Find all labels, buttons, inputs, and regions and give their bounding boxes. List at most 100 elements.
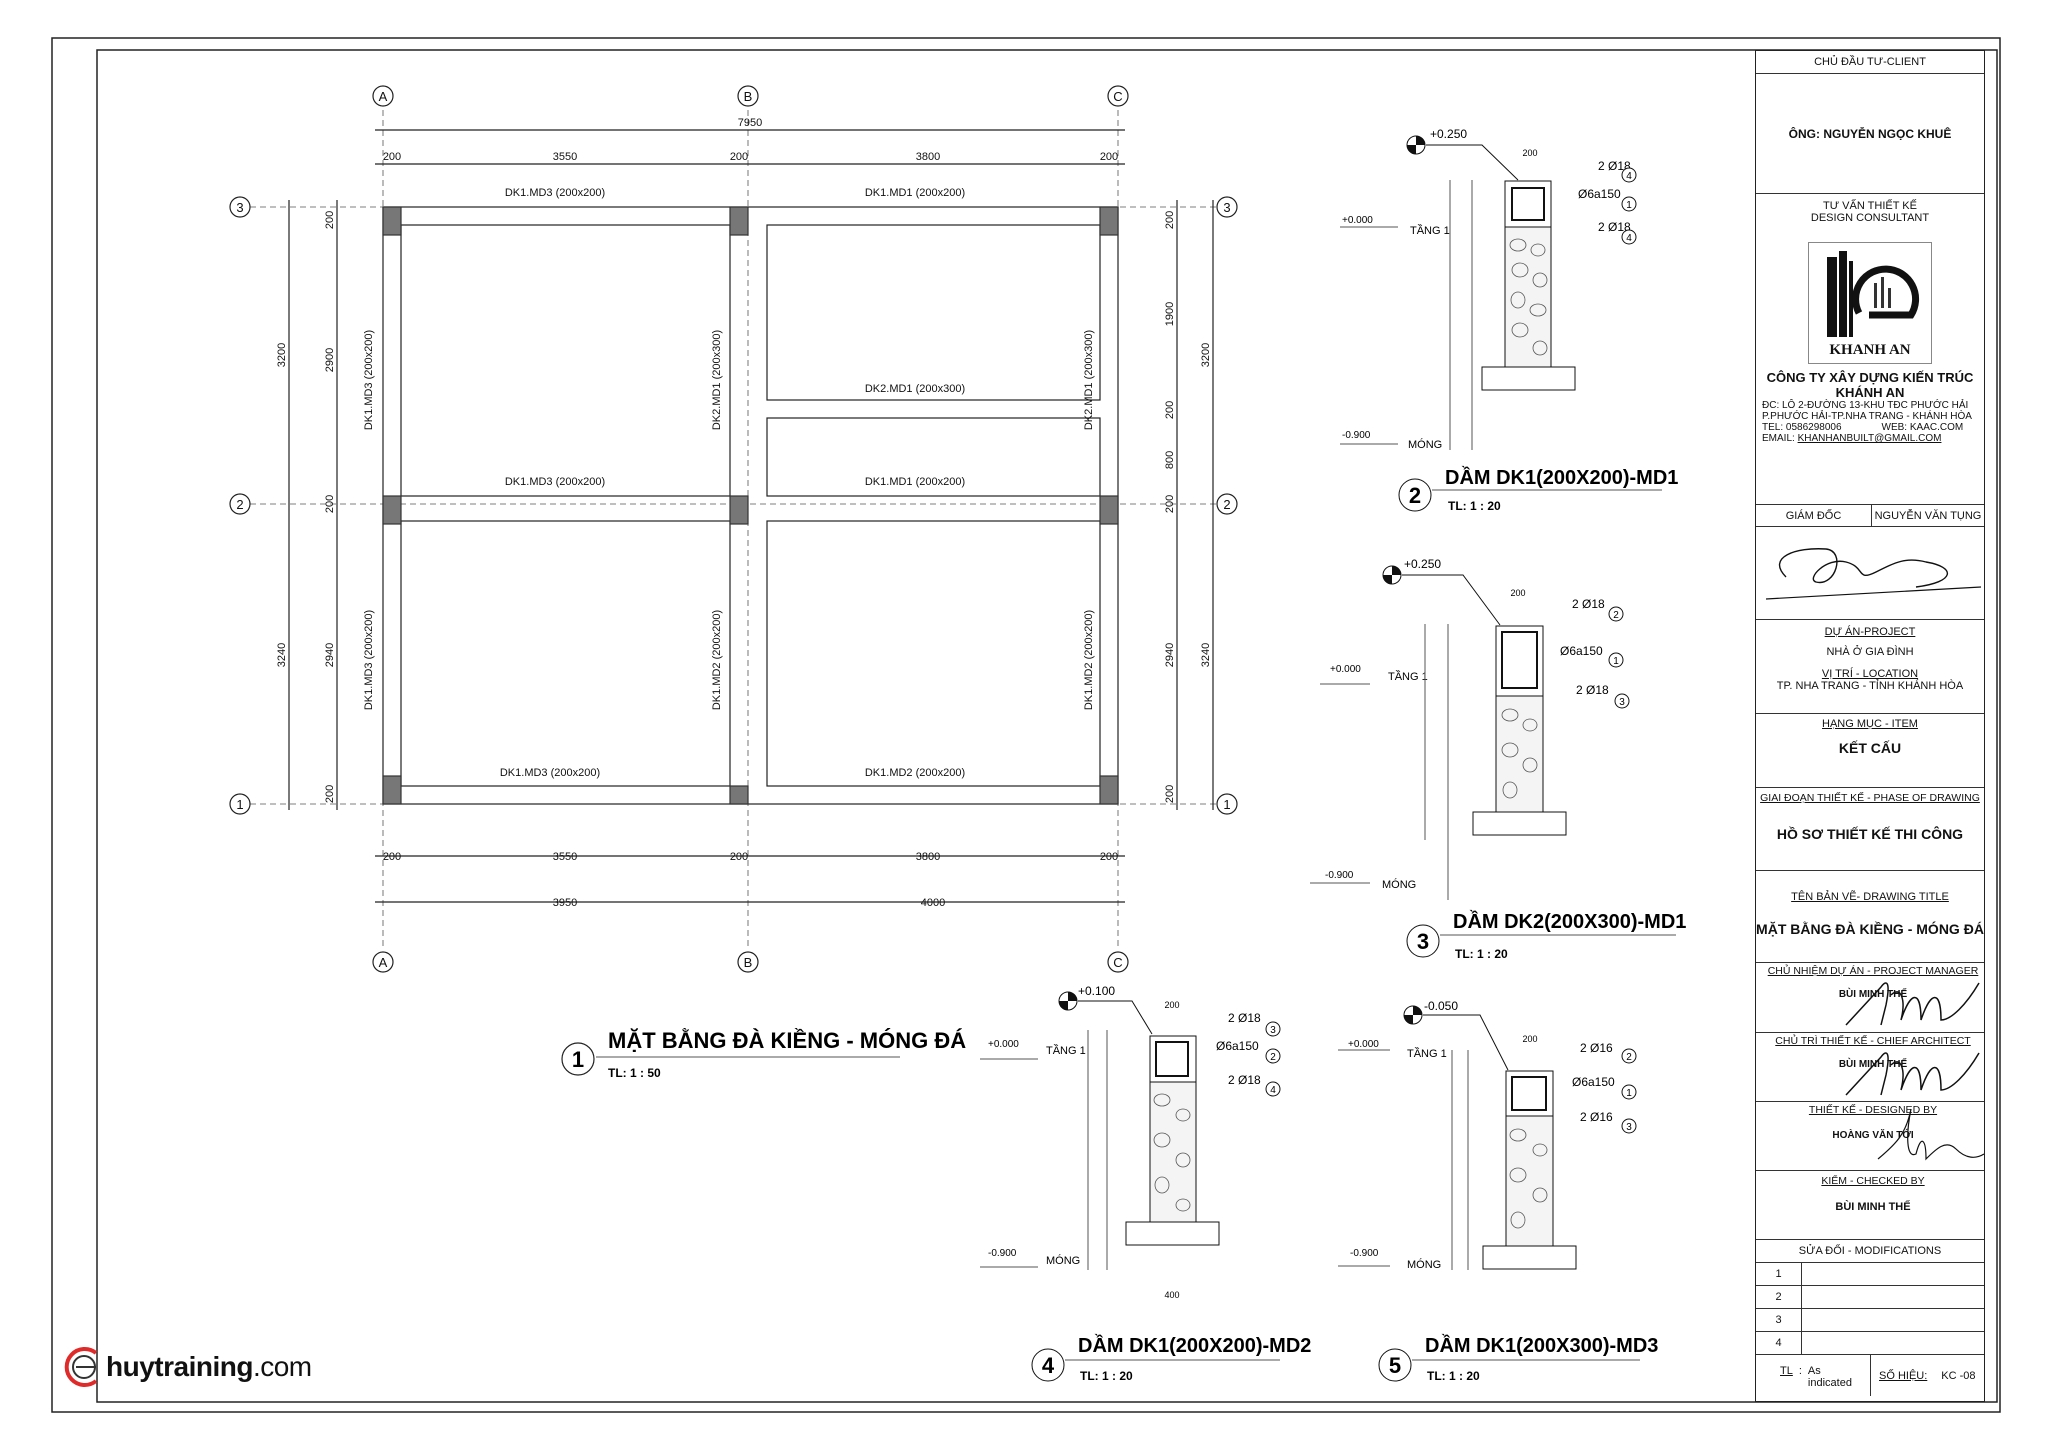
grid-label: C [1113, 955, 1122, 970]
grid-bubble-B-bottom [737, 951, 759, 973]
svg-text:200: 200 [324, 495, 336, 513]
svg-text:4: 4 [1270, 1085, 1276, 1096]
svg-text:3: 3 [1417, 929, 1429, 954]
modification-row: 4 [1756, 1331, 1984, 1354]
grid-bubble-3-left [229, 196, 251, 218]
svg-text:2 Ø18: 2 Ø18 [1576, 683, 1609, 697]
checker-section: KIỂM - CHECKED BY BÙI MINH THẾ [1756, 1171, 1984, 1240]
svg-text:3240: 3240 [276, 643, 288, 667]
project-label: DỰ ÁN-PROJECT [1824, 626, 1916, 638]
grid-bubble-A-bottom [372, 951, 394, 973]
svg-text:Ø6a150: Ø6a150 [1578, 187, 1621, 201]
grid-label: 1 [236, 797, 243, 812]
svg-text:+0.000: +0.000 [988, 1039, 1019, 1050]
svg-text:+0.100: +0.100 [1078, 984, 1115, 998]
website[interactable]: WEB: KAAC.COM [1881, 422, 1964, 433]
svg-text:4: 4 [1626, 171, 1632, 182]
email-label: EMAIL: [1762, 433, 1798, 444]
grid-label: C [1113, 89, 1122, 104]
svg-text:2 Ø18: 2 Ø18 [1598, 159, 1631, 173]
svg-text:+0.250: +0.250 [1430, 127, 1467, 141]
svg-text:2 Ø18: 2 Ø18 [1572, 597, 1605, 611]
svg-text:200: 200 [1100, 151, 1118, 163]
beam-label: DK1.MD1 (200x200) [865, 476, 965, 488]
pm-label: CHỦ NHIỆM DỰ ÁN - PROJECT MANAGER [1767, 965, 1979, 977]
grid-bubble-C-top [1107, 85, 1129, 107]
beam-label: DK1.MD3 (200x200) [500, 767, 600, 779]
pm-signature-icon [1845, 982, 1980, 1026]
consultant-label-vi: TƯ VẤN THIẾT KẾ [1823, 200, 1917, 212]
grid-bubble-C-bottom [1107, 951, 1129, 973]
svg-text:3200: 3200 [276, 343, 288, 367]
phase-value: HỒ SƠ THIẾT KẾ THI CÔNG [1776, 826, 1964, 842]
inner-frame [96, 49, 1998, 1403]
client-label: CHỦ ĐẦU TƯ-CLIENT [1756, 51, 1984, 74]
svg-text:200: 200 [324, 785, 336, 803]
svg-text:+0.000: +0.000 [1330, 664, 1361, 675]
company-name-line2: KHÁNH AN [1835, 385, 1905, 400]
svg-text:TẦNG 1: TẦNG 1 [1046, 1044, 1086, 1057]
plan-title-block: 1 MẶT BẰNG ĐÀ KIỀNG - MÓNG ĐÁ TL: 1 : 50 [561, 1028, 966, 1080]
svg-text:2 Ø16: 2 Ø16 [1580, 1110, 1613, 1124]
telephone: TEL: 0586298006 [1762, 422, 1842, 433]
svg-text:Ø6a150: Ø6a150 [1560, 644, 1603, 658]
location-label: VỊ TRÍ - LOCATION [1821, 668, 1919, 680]
email-link[interactable]: KHANHANBUILT@GMAIL.COM [1797, 433, 1942, 444]
svg-text:200: 200 [730, 151, 748, 163]
svg-text:2940: 2940 [1164, 643, 1176, 667]
designer-name: HOÀNG VĂN TỚI [1832, 1130, 1914, 1141]
grid-bubbles [229, 85, 1238, 973]
svg-text:+0.000: +0.000 [1342, 215, 1373, 226]
grid-label: 1 [1223, 797, 1230, 812]
svg-text:TL: 1 : 20: TL: 1 : 20 [1455, 947, 1508, 961]
svg-text:DẦM DK2(200X300)-MD1: DẦM DK2(200X300)-MD1 [1453, 910, 1686, 933]
project-section: DỰ ÁN-PROJECT NHÀ Ở GIA ĐÌNH VỊ TRÍ - LO… [1756, 620, 1984, 714]
svg-text:DẦM DK1(200X200)-MD2: DẦM DK1(200X200)-MD2 [1078, 1334, 1311, 1357]
svg-text:2: 2 [1626, 1052, 1632, 1063]
svg-text:2 Ø18: 2 Ø18 [1228, 1073, 1261, 1087]
beam-label: DK1.MD2 (200x200) [1083, 610, 1095, 710]
drawing-title-value: MẶT BẰNG ĐÀ KIỀNG - MÓNG ĐÁ [1756, 921, 1984, 937]
svg-text:3950: 3950 [553, 897, 577, 909]
company-logo: KHANH AN [1808, 242, 1932, 364]
svg-text:-0.900: -0.900 [988, 1248, 1017, 1259]
svg-text:4000: 4000 [921, 897, 945, 909]
grid-label: A [379, 89, 388, 104]
section-2: +0.250 200 2 Ø18 4 Ø6a150 1 2 Ø18 4 +0.0… [1340, 127, 1678, 513]
svg-text:200: 200 [1164, 495, 1176, 513]
beam-labels: DK1.MD3 (200x200) DK1.MD1 (200x200) DK2.… [363, 187, 1095, 779]
svg-text:2 Ø18: 2 Ø18 [1598, 220, 1631, 234]
plan-number: 1 [572, 1047, 584, 1072]
grid-label: A [379, 955, 388, 970]
svg-text:5: 5 [1389, 1353, 1401, 1378]
svg-text:3: 3 [1626, 1122, 1632, 1133]
watermark-domain: .com [252, 1351, 312, 1382]
svg-text:200: 200 [1510, 588, 1525, 598]
svg-text:7950: 7950 [738, 117, 762, 129]
grid-bubble-3-right [1216, 196, 1238, 218]
svg-text:200: 200 [1164, 401, 1176, 419]
huytraining-logo-icon [64, 1347, 98, 1387]
svg-text:2 Ø16: 2 Ø16 [1580, 1041, 1613, 1055]
item-value: KẾT CẤU [1838, 740, 1902, 756]
address-line2: P.PHƯỚC HẢI-TP.NHA TRANG - KHÁNH HÒA [1762, 411, 1972, 422]
svg-text:800: 800 [1164, 451, 1176, 469]
beam-label: DK2.MD1 (200x300) [865, 383, 965, 395]
grid-label: B [744, 955, 753, 970]
beam-label: DK2.MD1 (200x300) [711, 330, 723, 430]
phase-label: GIAI ĐOẠN THIẾT KẾ - PHASE OF DRAWING [1760, 792, 1980, 804]
phase-section: GIAI ĐOẠN THIẾT KẾ - PHASE OF DRAWING HỒ… [1756, 788, 1984, 871]
svg-text:TL: 1 : 20: TL: 1 : 20 [1448, 499, 1501, 513]
director-row: GIÁM ĐỐC NGUYỄN VĂN TỤNG [1756, 505, 1984, 527]
beam-label: DK1.MD3 (200x200) [505, 187, 605, 199]
svg-text:3800: 3800 [916, 851, 940, 863]
beam-label: DK1.MD3 (200x200) [505, 476, 605, 488]
chief-name: BÙI MINH THẾ [1838, 1059, 1908, 1070]
svg-text:4: 4 [1042, 1353, 1055, 1378]
svg-text:TL: 1 : 20: TL: 1 : 20 [1080, 1369, 1133, 1383]
checker-name: BÙI MINH THẾ [1835, 1201, 1911, 1213]
consultant-section: TƯ VẤN THIẾT KẾ DESIGN CONSULTANT KHANH … [1756, 194, 1984, 505]
svg-text:1: 1 [1626, 200, 1632, 211]
beam-label: DK1.MD2 (200x200) [865, 767, 965, 779]
svg-text:1900: 1900 [1164, 302, 1176, 326]
